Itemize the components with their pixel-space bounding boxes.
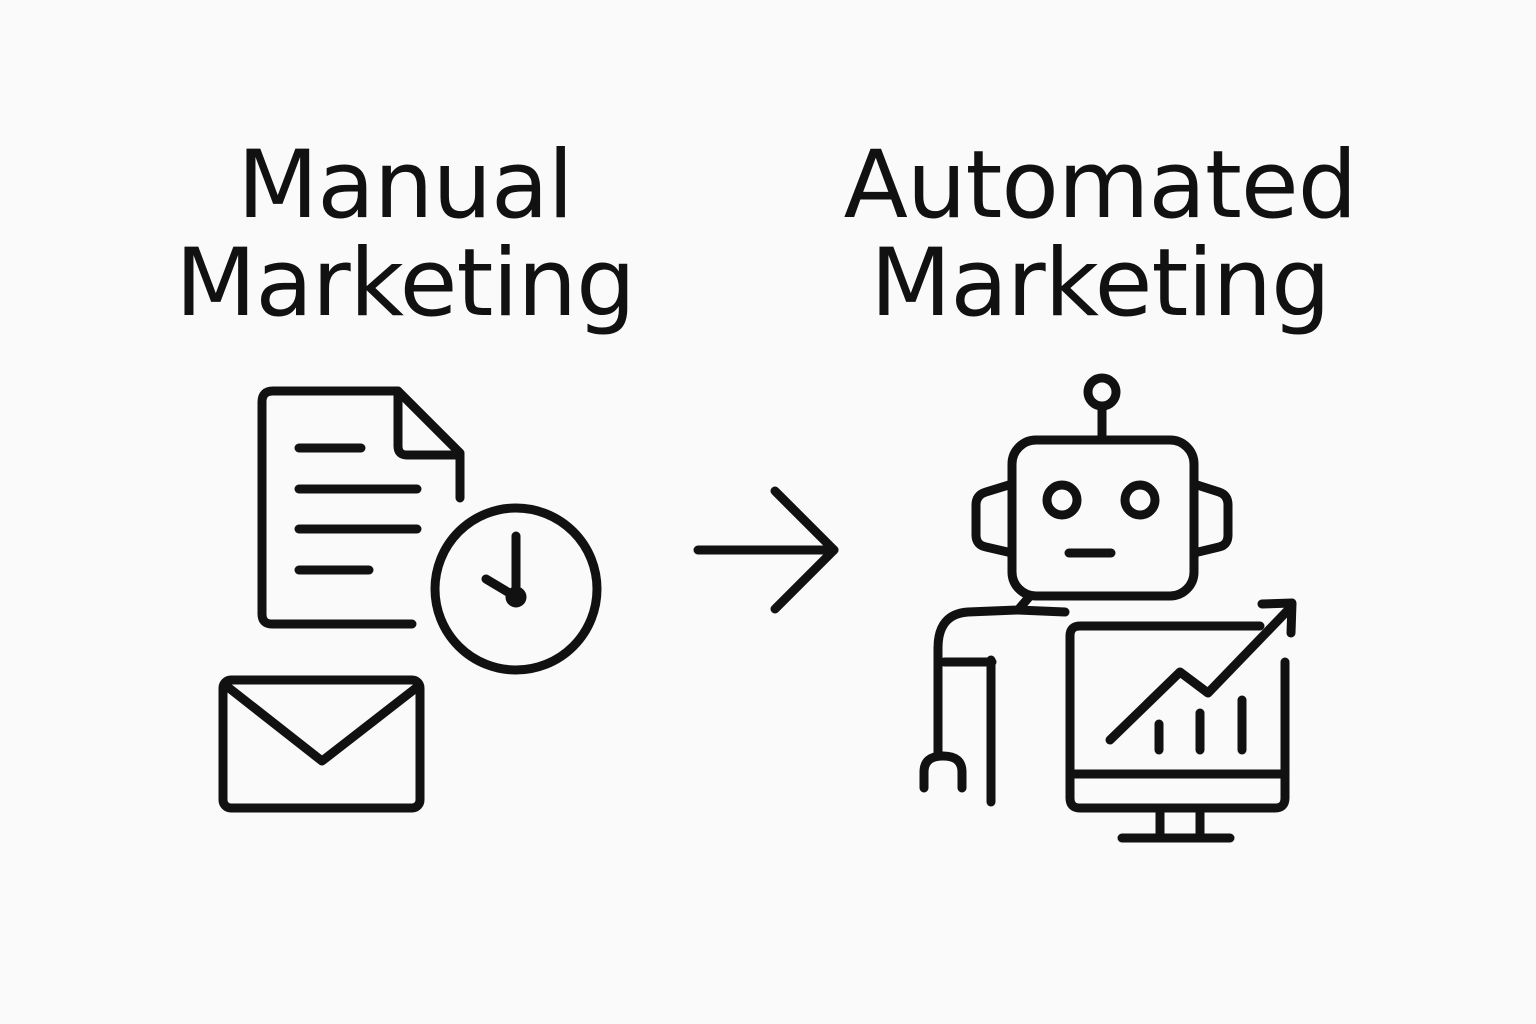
robot-icon xyxy=(919,373,1233,807)
manual-heading-line2: Marketing xyxy=(175,229,636,338)
automated-marketing-heading: Automated Marketing xyxy=(820,137,1380,333)
manual-heading-line1: Manual xyxy=(237,131,574,240)
growth-chart-icon xyxy=(1105,598,1297,755)
clock-icon xyxy=(430,503,602,675)
arrow-right-icon xyxy=(693,486,839,614)
envelope-icon xyxy=(218,675,425,813)
monitor-icon xyxy=(1065,621,1290,843)
automated-heading-line1: Automated xyxy=(843,131,1358,240)
manual-marketing-heading: Manual Marketing xyxy=(140,137,670,333)
automated-heading-line2: Marketing xyxy=(870,229,1331,338)
document-icon xyxy=(257,386,465,629)
